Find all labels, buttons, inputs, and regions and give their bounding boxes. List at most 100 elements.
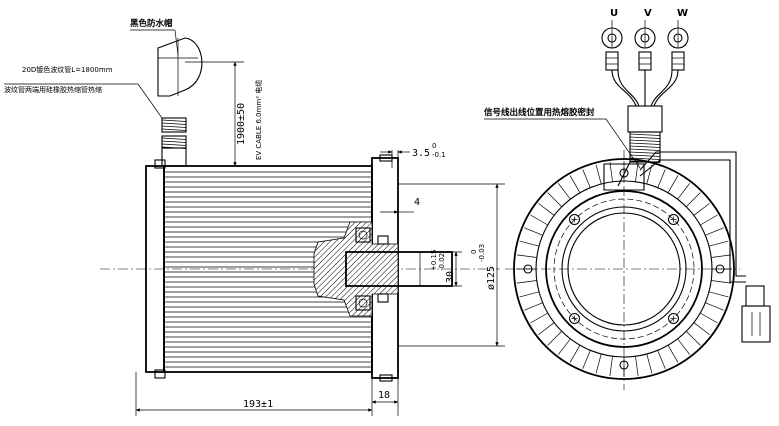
tube-corrugation <box>629 154 661 157</box>
tube-corrugation <box>629 133 661 136</box>
radial-fin <box>519 291 540 298</box>
signal-cable <box>639 151 746 277</box>
phase-label-u: U <box>610 8 618 19</box>
note-cap-leader <box>174 29 179 56</box>
key-dim: 4 <box>414 197 420 208</box>
radial-fin <box>635 356 639 377</box>
wire-w2 <box>650 69 673 107</box>
flange-circle <box>545 190 703 348</box>
seal-bottom <box>377 293 389 303</box>
tube-corrugation <box>161 146 187 149</box>
radial-fin <box>595 164 602 185</box>
bearing-ball-bottom <box>358 298 368 308</box>
radial-fin <box>657 169 666 188</box>
rear-cap-tab-top <box>154 159 166 169</box>
radial-fin <box>582 350 591 369</box>
front-corrugated-tube <box>629 131 661 163</box>
radial-fin <box>547 330 563 346</box>
radial-fin <box>705 227 724 236</box>
pilot-circle <box>561 206 687 332</box>
radial-fin <box>609 161 613 182</box>
tube-corrugation <box>629 145 661 148</box>
radial-fin <box>700 214 718 226</box>
motor-shaft <box>345 251 453 287</box>
wire-u <box>611 69 637 107</box>
radial-fin <box>516 280 537 284</box>
radial-fin <box>711 254 732 258</box>
tube-corrugation <box>629 136 661 139</box>
shaft-length-label: 18 <box>378 390 390 401</box>
cable-gland <box>161 147 187 167</box>
radial-fin <box>609 356 613 377</box>
mount-hole <box>715 264 725 274</box>
radial-fin <box>677 183 691 200</box>
corrugated-tube-upper <box>161 135 187 149</box>
tube-corrugation <box>161 137 187 140</box>
inner-circle <box>567 212 681 326</box>
note-seal-leader <box>605 118 641 169</box>
body-length-label: 193±1 <box>243 399 273 410</box>
flange-dia-upper: 0 <box>470 250 478 254</box>
tube-corrugation <box>161 119 187 122</box>
cable-length-label: 1900±50 <box>236 103 247 145</box>
radial-fins <box>516 161 732 377</box>
radial-fin <box>667 345 679 363</box>
tube-corrugation <box>161 128 187 131</box>
terminal-boss <box>603 163 645 191</box>
tube-outline <box>161 117 187 133</box>
radial-fin <box>646 353 653 374</box>
lug-crimp <box>605 51 619 71</box>
cable-spec-label: EV CABLE 6.0mm² 电缆 <box>254 80 263 160</box>
shaft-dia-lower: -0.02 <box>438 253 446 271</box>
tube-corrugation <box>629 157 661 160</box>
radial-fin <box>693 322 710 336</box>
radial-fin <box>569 175 581 193</box>
mount-hole <box>523 264 533 274</box>
flange-lug-bottom <box>379 374 393 382</box>
radial-fin <box>700 312 718 324</box>
radial-fin <box>530 214 548 226</box>
rear-cap-tab-bottom <box>154 369 166 379</box>
radial-fin <box>685 330 701 346</box>
mount-hole <box>619 360 629 370</box>
side-view: 黑色防水帽 20D镀色波纹管L=1800mm 波纹管两端用硅橡胶热缩管热缩 19… <box>4 18 505 416</box>
ring-lugs <box>601 20 689 71</box>
radial-fin <box>547 192 563 208</box>
bolt-hole <box>568 312 581 325</box>
note-tube-spec: 20D镀色波纹管L=1800mm <box>22 65 113 74</box>
radial-fin <box>646 164 653 185</box>
bolt-hole <box>667 312 680 325</box>
radial-fin <box>708 291 729 298</box>
heatshrink-sleeve <box>627 105 663 133</box>
step-tol-upper: 0 <box>432 142 436 150</box>
phase-label-v: V <box>644 8 652 19</box>
radial-fin <box>708 240 729 247</box>
note-tube-leader <box>137 83 163 119</box>
tube-corrugation <box>161 143 187 146</box>
shaft-dia-upper: +0.15 <box>430 250 438 271</box>
radial-fin <box>711 280 732 284</box>
radial-fin <box>538 322 555 336</box>
note-tube-ends: 波纹管两端用硅橡胶热缩管热缩 <box>4 85 102 94</box>
lug-crimp <box>638 51 652 71</box>
shaft-dia-label: 30 <box>445 271 456 283</box>
radial-fin <box>557 183 571 200</box>
waterproof-cap <box>157 37 203 97</box>
radial-fin <box>685 192 701 208</box>
wire-w <box>653 69 679 107</box>
fin-root-circle <box>535 180 713 358</box>
bolt-circle <box>553 198 695 340</box>
outer-housing-circle <box>513 158 735 380</box>
radial-fin <box>538 202 555 216</box>
front-view: U V W 信号线出线位置用热熔胶密封 <box>484 8 771 390</box>
phase-label-w: W <box>677 8 688 19</box>
tube-corrugation <box>161 122 187 125</box>
radial-fin <box>657 350 666 369</box>
radial-fin <box>516 254 537 258</box>
radial-fin <box>519 240 540 247</box>
connector-body <box>741 305 771 343</box>
radial-fin <box>530 312 548 324</box>
mount-hole <box>619 168 629 178</box>
note-cap: 黑色防水帽 <box>130 18 173 29</box>
